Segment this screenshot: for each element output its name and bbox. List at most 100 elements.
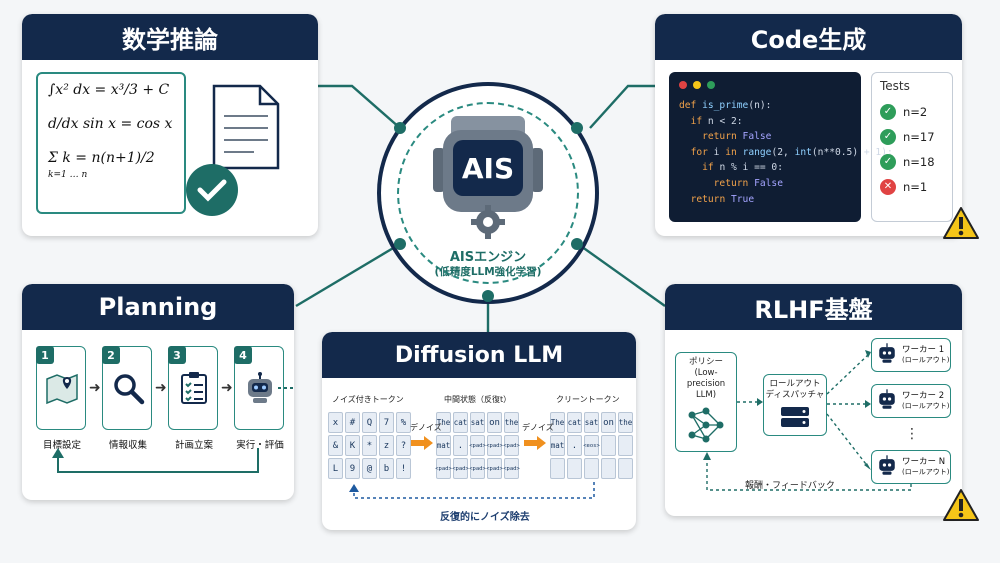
worker-text: ワーカー N(ロールアウト): [902, 457, 949, 477]
policy-desc2: LLM): [695, 390, 717, 400]
magnifier-icon: [111, 371, 145, 409]
checklist-icon: [177, 371, 211, 409]
derivative-equation: d/dx sin x = cos x: [48, 116, 173, 132]
link-planning: [295, 242, 401, 308]
hub-dashed-ring: [397, 102, 579, 284]
step-arrow-icon: ➜: [155, 380, 167, 396]
token-cell: <pad>: [469, 435, 486, 456]
token-cell: <pad>: [503, 435, 520, 456]
token-cell: L: [328, 458, 343, 479]
code-line: return False: [713, 177, 783, 189]
clean-label: クリーントークン: [556, 395, 620, 404]
token-cell: mat: [550, 435, 565, 456]
code-title: Code生成: [655, 14, 962, 60]
hub-node-rlhf: [571, 238, 583, 250]
test-label: n=18: [903, 154, 935, 169]
denoise-loop: [349, 482, 595, 499]
step-label: 計画立案: [174, 440, 213, 451]
code-line: if n % i == 0:: [702, 162, 783, 174]
engine-name: AISエンジン: [449, 250, 527, 265]
test-label: n=17: [903, 129, 935, 144]
step-label: 実行・評価: [236, 440, 284, 451]
window-controls: [679, 81, 715, 89]
token-cell: <pad>: [452, 458, 469, 479]
step-label: 目標設定: [42, 440, 81, 451]
robot-icon: [876, 388, 898, 414]
sum-equation: Σ k = n(n+1)/2: [48, 150, 155, 166]
loop-label: 反復的にノイズ除去: [440, 512, 530, 523]
test-row: ✕ n=1: [880, 174, 944, 199]
integral-equation: ∫x² dx = x³/3 + C: [48, 82, 170, 98]
code-lines: def is_prime(n): if n < 2: return False …: [679, 98, 893, 207]
code-line: if n < 2:: [690, 115, 743, 127]
map-pin-icon: [45, 371, 79, 409]
token-cell: the: [618, 412, 633, 433]
worker-role: (ロールアウト): [902, 356, 950, 364]
token-cell: [584, 458, 599, 479]
ais-engine-hub: AIS AISエンジン (低精度LLM強化学習): [377, 82, 599, 304]
worker-ellipsis: ⋮: [905, 426, 919, 442]
worker-box: ワーカー 1(ロールアウト): [871, 338, 951, 372]
worker-role: (ロールアウト): [902, 468, 950, 476]
worker-name: ワーカー 1: [902, 345, 945, 355]
token-cell: *: [362, 435, 377, 456]
worker-name: ワーカー 2: [902, 391, 945, 401]
robot-icon: [876, 342, 898, 368]
worker-box: ワーカー 2(ロールアウト): [871, 384, 951, 418]
hub-node-planning: [394, 238, 406, 250]
token-cell: [618, 458, 633, 479]
robot-head-icon: [433, 116, 543, 239]
policy-name: ポリシー: [688, 357, 723, 367]
token-cell: .: [453, 435, 468, 456]
feedback-label: 報酬・フィードバック: [745, 481, 835, 491]
check-badge-icon: [186, 164, 238, 216]
token-cell: sat: [470, 412, 485, 433]
token-cell: [601, 458, 616, 479]
worker-text: ワーカー 2(ロールアウト): [902, 391, 949, 411]
denoise-arrow-icon: [411, 436, 433, 450]
minimize-dot-icon: [693, 81, 701, 89]
token-cell: <pad>: [486, 458, 503, 479]
planning-loop: [52, 387, 294, 473]
dispatcher-line2: ディスパッチャ: [765, 390, 825, 400]
test-row: ✓n=2: [880, 99, 944, 124]
dispatcher-line1: ロールアウト: [769, 379, 821, 389]
code-panel: Code生成 def is_prime(n): if n < 2: return…: [655, 14, 962, 236]
hub-logo: AIS: [461, 152, 515, 185]
step-arrow-icon: ➜: [221, 380, 233, 396]
dispatcher-box: ロールアウト ディスパッチャ: [763, 374, 827, 436]
token-cell: the: [504, 412, 519, 433]
diffusion-title: Diffusion LLM: [322, 332, 636, 378]
token-cell: on: [487, 412, 502, 433]
step-number: 1: [36, 346, 54, 364]
planning-title: Planning: [22, 284, 294, 330]
test-label: n=1: [903, 179, 928, 194]
hub-node-code: [571, 122, 583, 134]
fail-cross-icon: ✕: [880, 178, 896, 195]
engine-subtitle: (低精度LLM強化学習): [434, 266, 542, 278]
token-cell: on: [601, 412, 616, 433]
document-icon: [212, 84, 280, 170]
token-cell: [567, 458, 582, 479]
token-cell: The: [436, 412, 451, 433]
math-title: 数学推論: [22, 14, 318, 60]
worker-text: ワーカー 1(ロールアウト): [902, 345, 949, 365]
token-cell: Q: [362, 412, 377, 433]
denoise-label-2: デノイズ: [522, 423, 554, 432]
code-line: def is_prime(n):: [679, 100, 772, 111]
test-list: ✓n=2✓n=17✓n=18✕n=1: [880, 99, 944, 199]
token-cell: sat: [584, 412, 599, 433]
token-cell: @: [362, 458, 377, 479]
token-cell: cat: [567, 412, 582, 433]
code-line: for i in range(2, int(n**0.5) + 1):: [690, 146, 893, 158]
warning-icon: [943, 489, 979, 521]
step-arrow-icon: ➜: [89, 380, 101, 396]
link-rlhf: [577, 243, 666, 307]
code-editor: def is_prime(n): if n < 2: return False …: [669, 72, 893, 222]
